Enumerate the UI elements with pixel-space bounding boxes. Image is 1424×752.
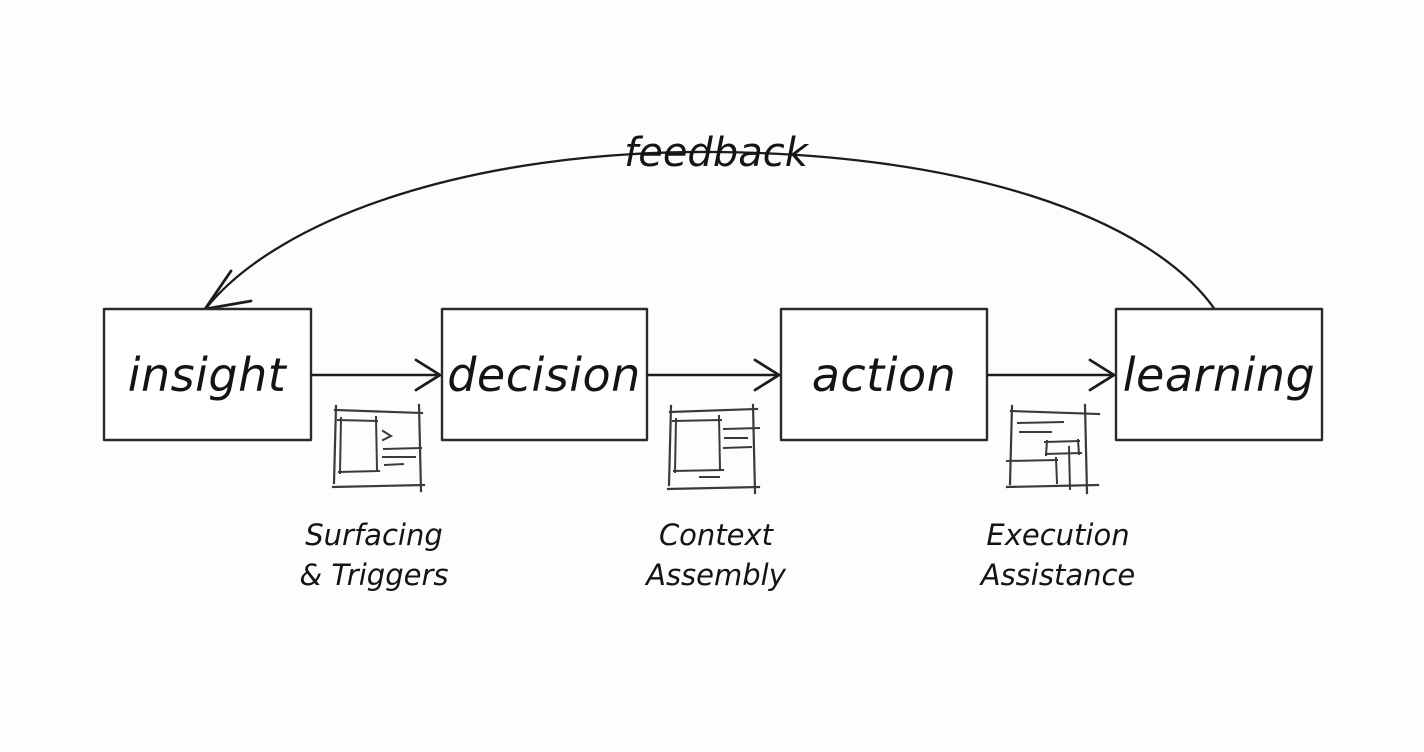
insight-box-label: insight [128, 348, 288, 402]
stage-box-action[interactable]: action [779, 307, 989, 442]
connector-arrowhead-icon [753, 358, 781, 392]
capability-context-assembly[interactable]: Context Assembly [644, 403, 787, 592]
connector-action-to-learning [986, 358, 1116, 392]
capability-label-line-1: Execution [986, 518, 1129, 552]
decision-box-rect[interactable] [440, 307, 649, 442]
stage-box-decision[interactable]: decision [440, 307, 649, 442]
sidebar-panel-icon [331, 403, 426, 493]
learning-box-rect[interactable] [1114, 307, 1324, 442]
execution-panel-icon [1005, 403, 1101, 495]
connector-insight-to-decision [310, 358, 442, 392]
capability-label-line-1: Context [659, 518, 775, 552]
capability-label-line-2: Assembly [644, 558, 787, 592]
capability-label-line-2: & Triggers [300, 558, 449, 592]
feedback-label: feedback [624, 130, 810, 176]
learning-box-label: learning [1123, 348, 1315, 402]
action-box-rect[interactable] [779, 307, 989, 442]
connector-arrowhead-icon [1088, 358, 1116, 392]
capability-label-line-1: Surfacing [305, 518, 442, 552]
stage-box-insight[interactable]: insight [102, 307, 313, 442]
feedback-arrowhead-icon [203, 269, 253, 311]
feedback-arc-path [205, 150, 1218, 313]
capability-surfacing-triggers[interactable]: Surfacing & Triggers [300, 403, 449, 592]
flow-connectors-group [310, 358, 1116, 392]
capability-execution-assistance[interactable]: Execution Assistance [979, 403, 1136, 592]
action-box-label: action [812, 348, 957, 402]
context-panel-icon [666, 403, 761, 495]
feedback-arc-group: feedback [203, 130, 1218, 313]
decision-box-label: decision [447, 348, 641, 402]
stage-box-learning[interactable]: learning [1114, 307, 1324, 442]
stage-boxes-group: insight decision action learning [102, 307, 1324, 442]
capability-label-line-2: Assistance [979, 558, 1136, 592]
connector-arrowhead-icon [414, 358, 442, 392]
connector-decision-to-action [646, 358, 781, 392]
